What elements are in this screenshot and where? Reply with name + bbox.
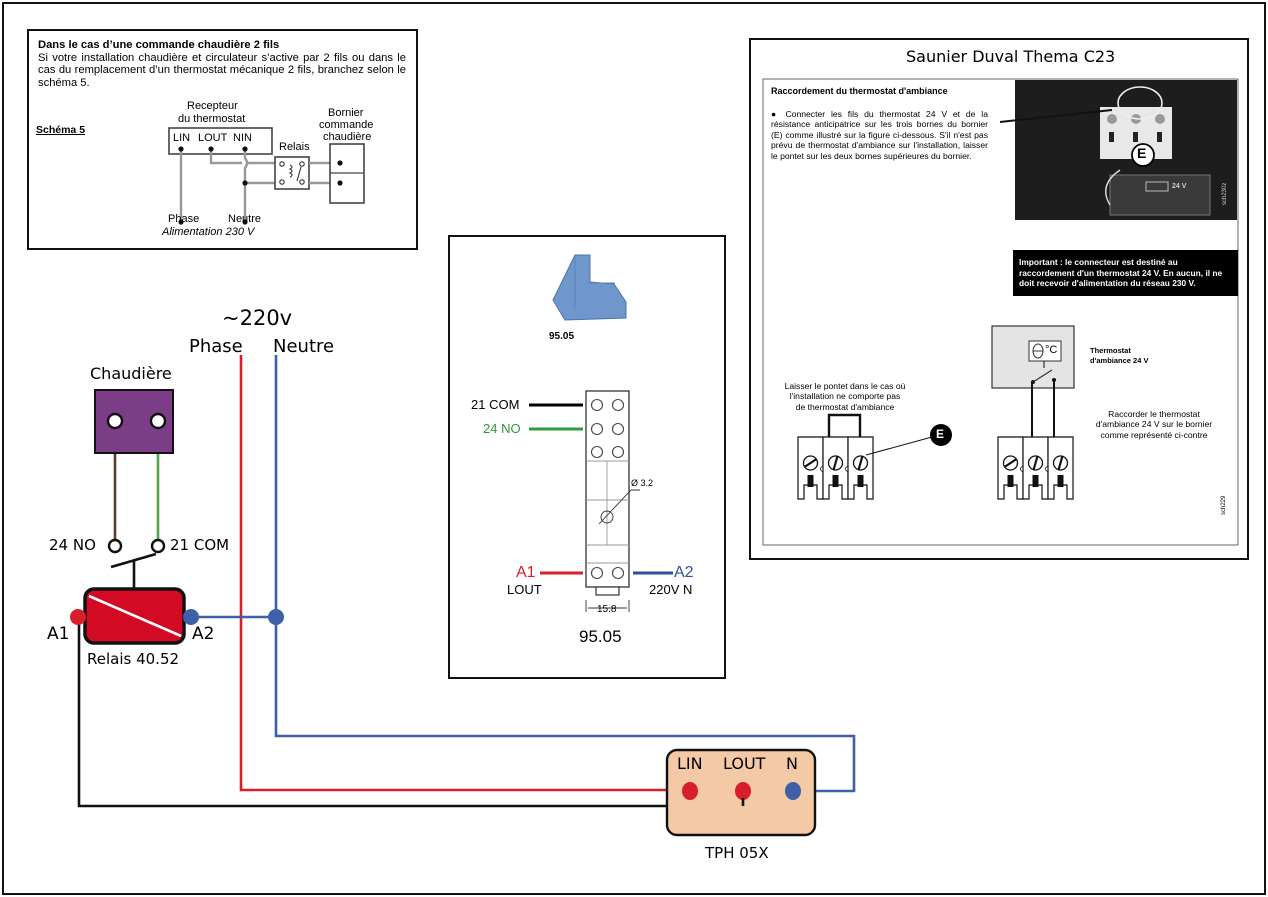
receiver-box [168,127,273,155]
room-thermostat-display [1028,340,1062,362]
socket-a1-label: A1 [516,564,536,581]
a2-label: A2 [192,624,215,644]
neutral-junction [268,609,284,625]
connect-note: Raccorder le thermostat d'ambiance 24 V … [1081,409,1227,440]
no-contact [107,538,123,554]
terminal-block-right [997,436,1074,500]
schema5-label: Schéma 5 [36,124,86,136]
schema5-dots [178,146,343,225]
bornier-label-1: Bornier [328,107,364,119]
com-contact [150,538,166,554]
relay-socket-drawing [529,390,673,612]
a1-label: A1 [47,624,70,644]
receiver-label-1: Recepteur [187,100,238,112]
thermostat-lin-label: LIN [677,754,703,773]
socket-com-label: 21 COM [471,397,520,412]
thermostat-wires [1031,380,1055,437]
no-contact-label: 24 NO [49,536,96,554]
connect-note-line: Raccorder le thermostat [1108,409,1200,419]
thema-title: Saunier Duval Thema C23 [906,47,1116,66]
room-thermostat-label-2: d'ambiance 24 V [1090,356,1149,365]
socket-hole-label: Ø 3.2 [631,478,654,488]
phase-label: Phase [189,336,243,357]
thema-inner-frame [762,78,1239,546]
main-wiring [77,355,856,808]
bornier-label-3: chaudière [323,131,372,143]
photo-code: sch230z [1222,182,1228,205]
socket-photo-caption: 95.05 [549,331,575,342]
socket-a2-label: A2 [674,564,694,581]
relay-model-label: Relais 40.52 [87,650,180,668]
marker-e-pointer [865,436,933,456]
boiler-terminal-1 [106,412,124,430]
connect-note-line: comme représenté ci-contre [1100,429,1208,440]
schema5-panel: Dans le cas d’une commande chaudière 2 f… [27,29,418,250]
marker-e-label: E [936,427,945,441]
bridge-note: Laisser le pontet dans le cas où l'insta… [775,381,915,412]
relay-socket-photo [552,254,627,321]
thermostat-lout-terminal [735,782,751,800]
photo-pointer-line [999,109,1113,123]
thermostat-display-unit: °C [1045,344,1058,356]
bridge-pontet [827,413,862,437]
phase-wire [239,355,690,792]
wire-nin-neutre [243,149,249,222]
schema5-relay-symbol [279,161,305,185]
wire-lout [209,149,275,165]
thermostat-n-terminal [785,782,801,800]
schema5-body: Si votre installation chaudière et circu… [38,51,406,89]
bornier-label-2: commande [319,119,374,131]
socket-a1-sub: LOUT [507,582,542,597]
figure-code: sch229 [1221,495,1227,515]
com-contact-label: 21 COM [170,536,230,554]
schema5-title: Dans le cas d’une commande chaudière 2 f… [38,39,280,51]
bridge-note-line: Laisser le pontet dans le cas où [784,381,906,391]
schema5-relay-box [274,156,310,190]
terminal-lin: LIN [173,132,191,144]
terminal-block-left [797,436,874,500]
neutre-label: Neutre [273,336,335,357]
thema-section-title: Raccordement du thermostat d'ambiance [771,86,948,96]
boiler-terminal-2 [149,412,167,430]
bridge-note-line: de thermostat d'ambiance [795,401,895,412]
schema5-supply-label: Alimentation 230 V [162,226,255,238]
socket-width-label: 15.8 [597,604,617,615]
thermostat-n-label: N [786,754,798,773]
photo-marker-e: E [1137,145,1147,161]
relay-coil-slash [88,594,182,638]
thema-panel [749,38,1249,560]
boiler-label: Chaudière [90,364,172,383]
supply-voltage-label: ~220v [222,306,293,330]
important-notice: Important : le connecteur est destiné au… [1013,250,1238,296]
schema5-intro: Dans le cas d’une commande chaudière 2 f… [38,39,406,89]
schema5-phase-label: Phase [168,213,200,225]
a1-lout-wire [77,618,745,808]
connect-note-line: d'ambiance 24 V sur le bornier [1095,419,1213,430]
schema5-neutre-label: Neutre [228,213,262,225]
thermostat-lout-label: LOUT [723,754,766,773]
photo-plate-text: 24 V [1172,183,1187,190]
socket-model-label: 95.05 [579,627,622,646]
bridge-note-line: l'installation ne comporte pas [789,391,901,402]
receiver-label-2: du thermostat [178,113,246,125]
marker-e-circle [930,424,952,446]
relay-socket-panel [448,235,726,679]
terminal-nin: NIN [233,132,252,144]
socket-no-label: 24 NO [483,421,521,436]
schema5-relay-label: Relais [279,141,310,153]
a2-terminal [183,609,199,625]
thermostat-lin-terminal [682,782,698,800]
thema-section-body: ● Connecter les fils du thermostat 24 V … [771,109,988,161]
thermostat-model-label: TPH 05X [705,844,769,862]
room-thermostat-label-1: Thermostat [1090,346,1131,355]
terminal-lout: LOUT [198,132,228,144]
relay-switch-arm [110,552,157,588]
socket-a2-sub: 220V N [649,582,693,597]
boiler-photo-content [1100,86,1211,216]
a1-terminal [70,609,86,625]
